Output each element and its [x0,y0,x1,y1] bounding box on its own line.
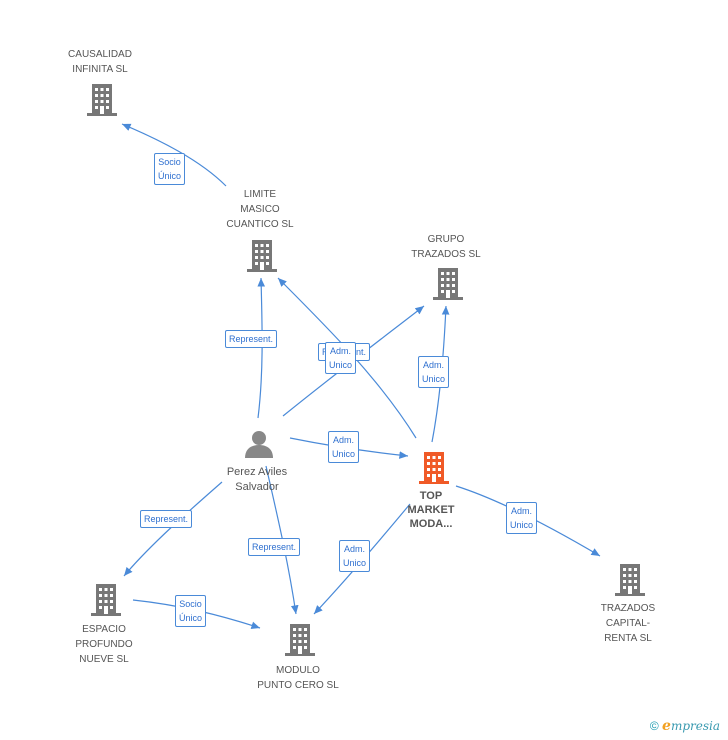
edge-label-represent-modulo: Represent. [248,538,301,556]
edge-perez-limite [257,277,266,419]
person-icon[interactable] [245,431,273,458]
copyright-symbol: © [649,719,659,733]
node-label-espacio[interactable]: ESPACIO PROFUNDO NUEVE SL [75,624,133,665]
edge-label-adm-unico-modulo: Adm. Unico [339,540,371,572]
edge-label-adm-unico-limite: Adm. Unico [325,342,357,374]
building-icon-modulo[interactable] [285,624,315,656]
edge-label-adm-unico-trazados: Adm. Unico [506,502,538,534]
node-label-perez[interactable]: Perez Aviles Salvador [226,466,288,493]
edge-label-represent-espacio: Represent. [140,510,193,528]
node-label-modulo[interactable]: MODULO PUNTO CERO SL [257,665,339,691]
node-label-limite[interactable]: LIMITE MASICO CUANTICO SL [226,189,294,230]
building-icon-espacio[interactable] [91,584,121,616]
edge-label-socio-unico-causalidad: Socio Único [154,153,186,185]
node-label-causalidad[interactable]: CAUSALIDAD INFINITA SL [68,49,132,75]
edge-label-adm-unico-top: Adm. Unico [328,431,360,463]
building-icon-grupo[interactable] [433,268,463,300]
building-icon-trazados-capital[interactable] [615,564,645,596]
node-label-grupo[interactable]: GRUPO TRAZADOS SL [411,234,481,260]
edge-limite-causalidad [121,123,227,187]
building-icon-limite[interactable] [247,240,277,272]
edge-perez-espacio [123,481,223,577]
building-icon-top[interactable] [419,452,449,484]
footer-brand: © empresia [650,718,720,734]
edge-perez-modulo [265,465,299,615]
brand-logo: empresia [662,718,720,734]
node-label-top[interactable]: TOP MARKET MODA... [407,490,455,530]
edge-label-socio-unico-modulo: Socio Único [175,595,207,627]
edge-label-represent-limite: Represent. [225,330,278,348]
building-icon-causalidad[interactable] [87,84,117,116]
edge-label-adm-unico-grupo: Adm. Unico [418,356,450,388]
node-label-trazados-capital[interactable]: TRAZADOS CAPITAL- RENTA SL [600,603,656,644]
